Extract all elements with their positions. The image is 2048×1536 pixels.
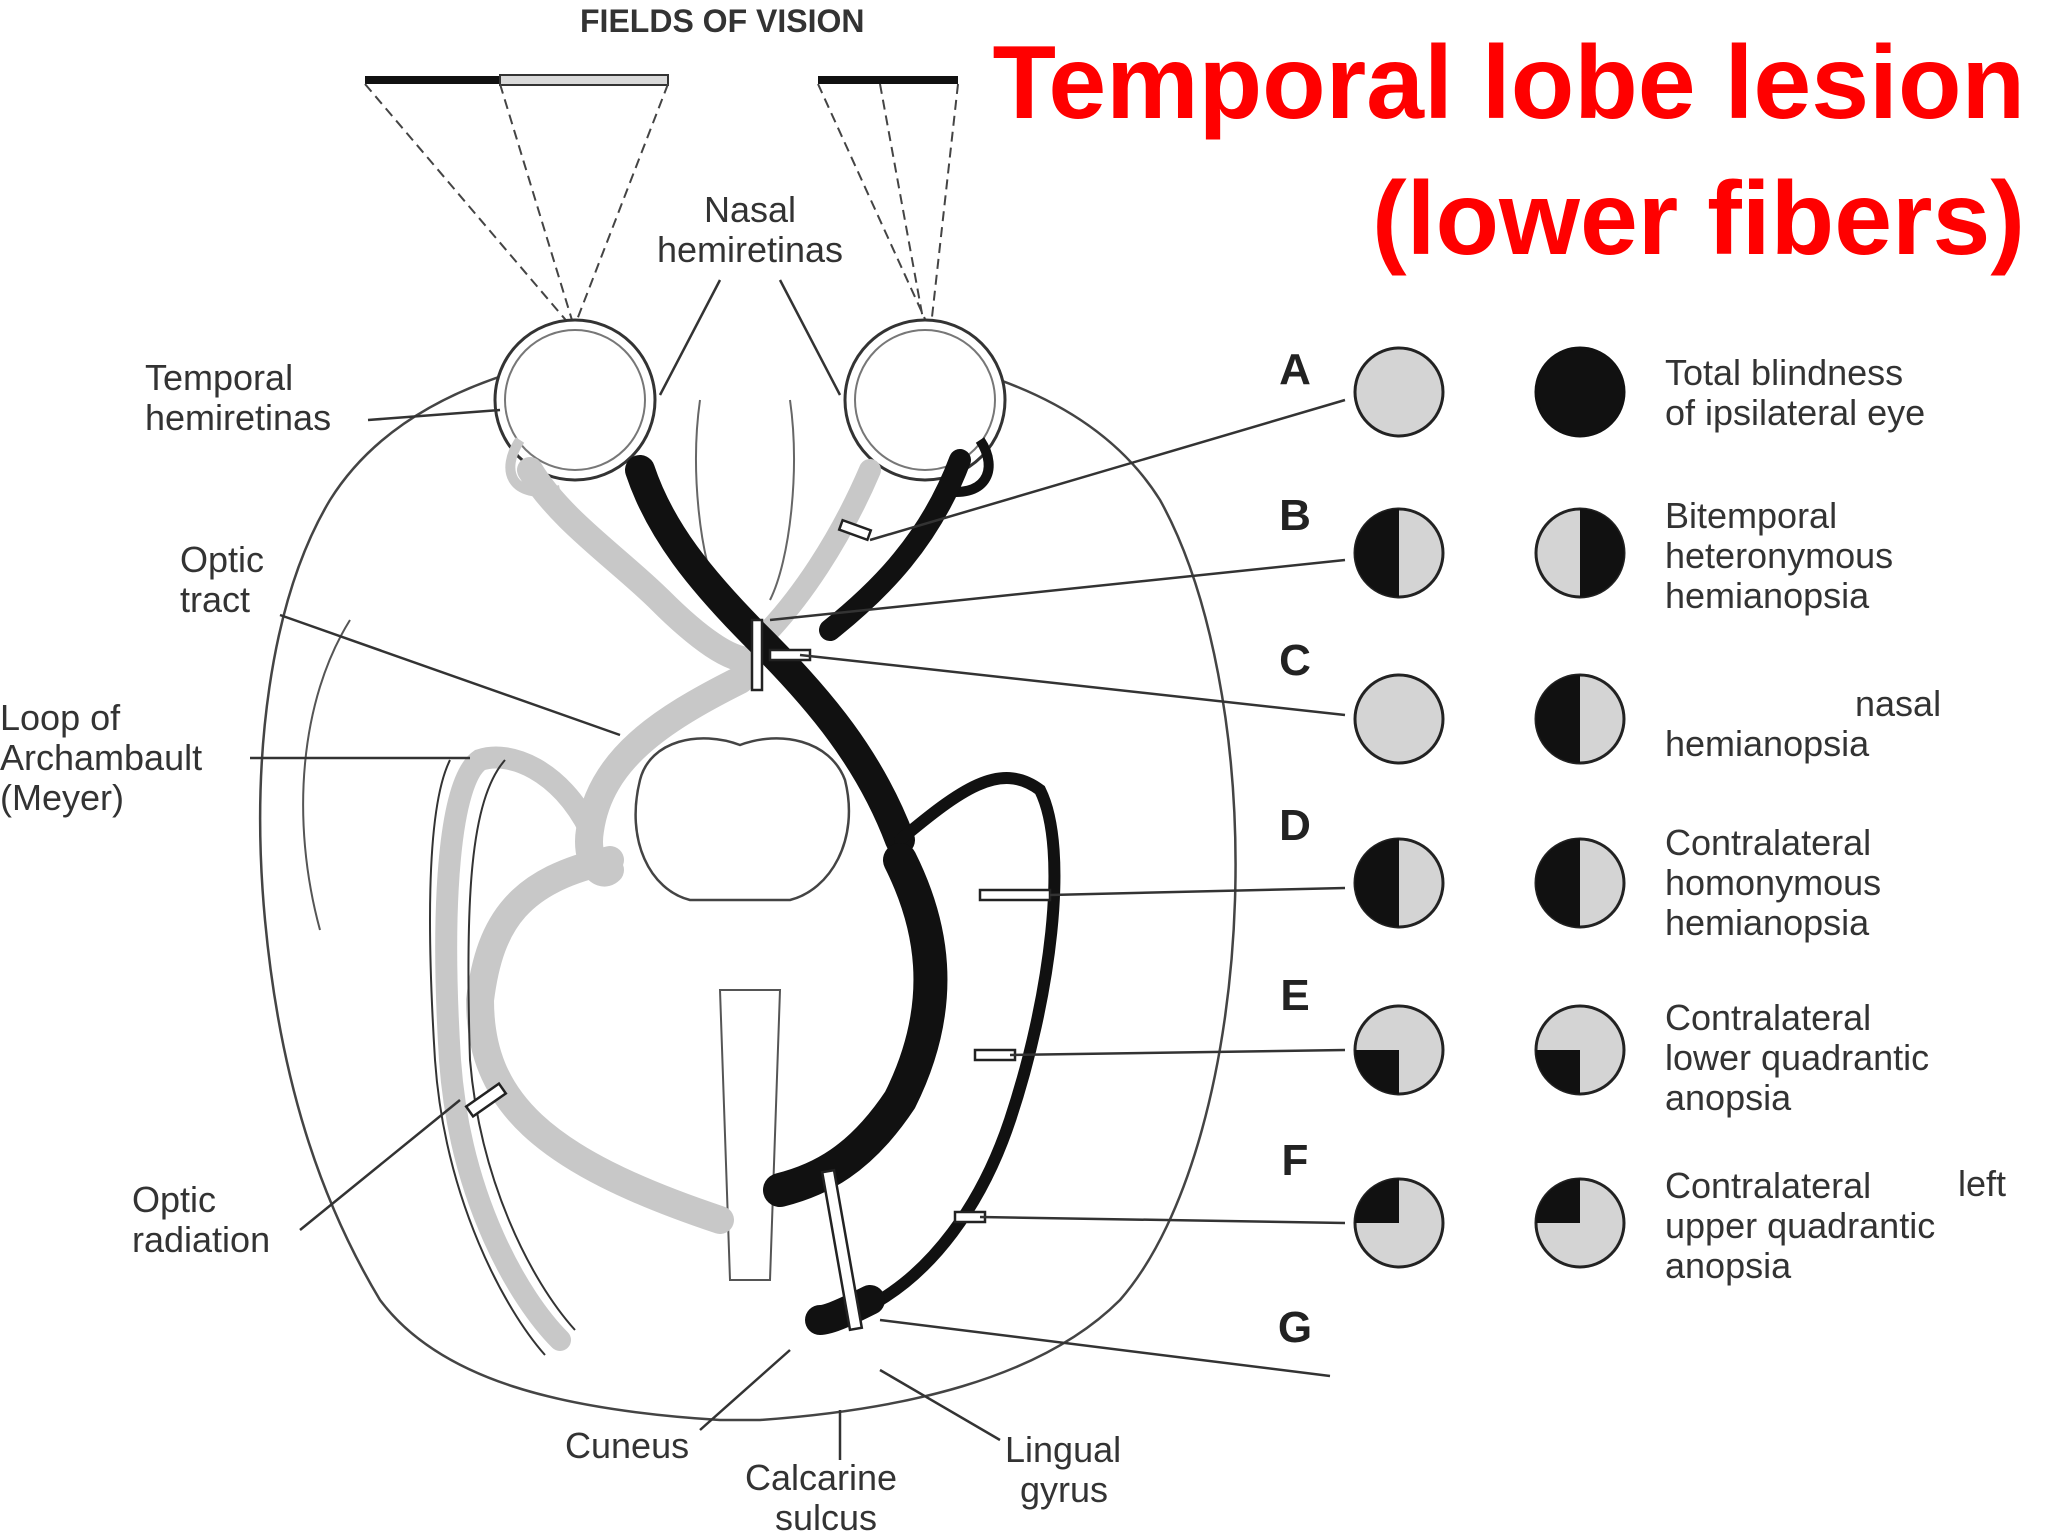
field-c-right-eye-blind-half (1536, 675, 1580, 763)
brain-outline (259, 358, 1237, 1422)
label-radiation-1: Optic (132, 1179, 216, 1220)
lesion-letter-g: G (1278, 1303, 1312, 1352)
lesion-row-b: B Bitemporal heteronymous hemianopsia (1279, 491, 1893, 616)
visual-field-bars (365, 74, 958, 86)
lesion-b-desc-2: heteronymous (1665, 535, 1893, 576)
lesion-row-e: E Contralateral lower quadrantic anopsia (1280, 971, 1929, 1118)
lesion-f-extra-label: left (1958, 1163, 2006, 1204)
temporal-lobe-outline (302, 619, 351, 931)
field-e-right-eye-blind-quadrant (1536, 1050, 1580, 1094)
field-c-left-eye (1353, 673, 1445, 765)
right-eye (843, 318, 1007, 497)
lesion-markers (464, 518, 1052, 1332)
field-b-left-eye-blind-half (1355, 509, 1399, 597)
title-line-2: (lower fibers) (1372, 161, 2025, 277)
label-cuneus: Cuneus (565, 1425, 689, 1466)
gray-pathway-outline (429, 759, 576, 1356)
lesion-letter-c: C (1279, 636, 1311, 685)
fields-of-vision-heading: FIELDS OF VISION (580, 3, 864, 39)
label-optic-tract-1: Optic (180, 539, 264, 580)
field-d-left-eye-blind-half (1355, 839, 1399, 927)
field-a-right-eye (1534, 346, 1626, 438)
label-nasal-2: hemiretinas (657, 229, 843, 270)
lesion-row-f: F Contralateral upper quadrantic anopsia… (1282, 1136, 2006, 1286)
lesion-d-desc-2: homonymous (1665, 862, 1881, 903)
field-a-left-eye (1353, 346, 1445, 438)
label-nasal-1: Nasal (704, 189, 796, 230)
lesion-a-desc-1: Total blindness (1665, 352, 1903, 393)
left-eye (493, 318, 657, 497)
lesion-d-desc-3: hemianopsia (1665, 902, 1870, 943)
field-f-left-eye-blind-quadrant (1355, 1179, 1399, 1223)
lesion-b-desc-1: Bitemporal (1665, 495, 1837, 536)
lesion-b-desc-3: hemianopsia (1665, 575, 1870, 616)
label-lingual-2: gyrus (1020, 1469, 1108, 1510)
label-loop-2: Archambault (0, 737, 202, 778)
lesion-e-desc-1: Contralateral (1665, 997, 1871, 1038)
field-f-right-eye-blind-quadrant (1536, 1179, 1580, 1223)
brainstem-outline (634, 737, 851, 902)
lesion-f-desc-1: Contralateral (1665, 1165, 1871, 1206)
lesion-d-desc-1: Contralateral (1665, 822, 1871, 863)
lesion-letter-a: A (1279, 345, 1311, 394)
field-e-left-eye-blind-quadrant (1355, 1050, 1399, 1094)
label-temporal-1: Temporal (145, 357, 293, 398)
label-loop-1: Loop of (0, 697, 121, 738)
field-b-right-eye-blind-half (1580, 509, 1624, 597)
leader-lines (769, 398, 1346, 1378)
field-d-right-eye-blind-half (1536, 839, 1580, 927)
lesion-f-desc-3: anopsia (1665, 1245, 1792, 1286)
lesion-a-desc-2: of ipsilateral eye (1665, 392, 1925, 433)
lesion-row-a: A Total blindness of ipsilateral eye (1279, 345, 1925, 438)
lesion-letter-e: E (1280, 971, 1309, 1020)
lesion-letter-b: B (1279, 491, 1311, 540)
label-loop-3: (Meyer) (0, 777, 124, 818)
lesion-letter-f: F (1282, 1136, 1309, 1185)
lesion-e-desc-2: lower quadrantic (1665, 1037, 1929, 1078)
label-calcarine-1: Calcarine (745, 1457, 897, 1498)
label-calcarine-2: sulcus (775, 1497, 877, 1536)
label-lingual-1: Lingual (1005, 1429, 1121, 1470)
label-temporal-2: hemiretinas (145, 397, 331, 438)
lesion-row-g: G (1278, 1303, 1312, 1352)
lesion-f-desc-2: upper quadrantic (1665, 1205, 1935, 1246)
lesion-e-desc-3: anopsia (1665, 1077, 1792, 1118)
lesion-row-d: D Contralateral homonymous hemianopsia (1279, 801, 1881, 943)
label-radiation-2: radiation (132, 1219, 270, 1260)
lesion-letter-d: D (1279, 801, 1311, 850)
lesion-c-desc-2: hemianopsia (1665, 723, 1870, 764)
label-optic-tract-2: tract (180, 579, 250, 620)
lesion-c-desc-1: nasal (1855, 683, 1941, 724)
midline-outline (718, 989, 782, 1281)
lesion-row-c: C nasal hemianopsia (1279, 636, 1941, 765)
anatomy-labels: Nasal hemiretinas Temporal hemiretinas O… (0, 189, 1121, 1536)
gray-pathway (435, 457, 881, 1351)
title-line-1: Temporal lobe lesion (993, 25, 2025, 141)
